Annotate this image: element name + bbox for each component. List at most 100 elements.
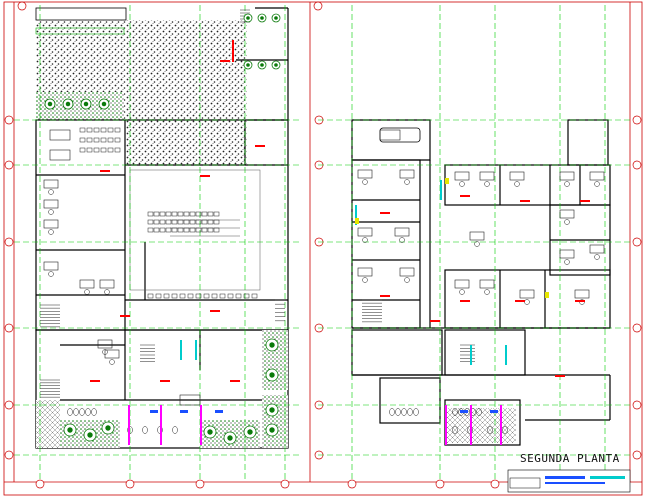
chair-icon <box>79 127 86 133</box>
chair-icon <box>93 147 100 153</box>
axis-bubble-icon <box>313 1 323 11</box>
chair-icon <box>219 293 226 299</box>
axis-bubble-icon <box>4 160 14 170</box>
chair-icon <box>48 271 54 277</box>
chair-icon <box>171 227 178 233</box>
chair-icon <box>211 293 218 299</box>
desk-icon <box>479 171 495 181</box>
axis-bubble-icon <box>435 479 445 489</box>
axis-bubble-icon <box>632 115 642 125</box>
desk-icon <box>589 171 605 181</box>
chair-icon <box>564 219 570 225</box>
chair-icon <box>104 289 110 295</box>
chair-icon <box>84 289 90 295</box>
chair-icon <box>171 219 178 225</box>
axis-bubble-icon <box>35 479 45 489</box>
desk-icon <box>357 267 373 277</box>
desk-icon <box>559 171 575 181</box>
toilet-icon <box>413 408 419 416</box>
plant-icons <box>44 13 281 445</box>
chair-icon <box>114 137 121 143</box>
chair-icon <box>183 219 190 225</box>
desk-icon <box>97 339 113 349</box>
desk-icon <box>357 227 373 237</box>
chair-icon <box>524 299 530 305</box>
chair-icon <box>189 219 196 225</box>
toilet-icon <box>502 426 508 434</box>
axis-bubble-icon <box>4 115 14 125</box>
chair-icon <box>159 227 166 233</box>
desk-icon <box>394 227 410 237</box>
chair-icon <box>203 293 210 299</box>
chair-icon <box>159 211 166 217</box>
chair-icon <box>213 219 220 225</box>
desk-icon <box>574 289 590 299</box>
axis-bubble-icon <box>632 237 642 247</box>
desk-icon <box>43 179 59 189</box>
toilet-icon <box>389 408 395 416</box>
toilet-icon <box>401 408 407 416</box>
desk-icon <box>454 171 470 181</box>
chair-icon <box>362 179 368 185</box>
desk-icon <box>589 244 605 254</box>
second-plan <box>351 119 611 446</box>
chair-icon <box>189 211 196 217</box>
chair-icon <box>195 219 202 225</box>
chair-icon <box>147 227 154 233</box>
table-icon <box>49 129 71 141</box>
chair-icon <box>594 254 600 260</box>
chair-icon <box>147 219 154 225</box>
chair-icon <box>235 293 242 299</box>
chair-icon <box>86 137 93 143</box>
desk-icon <box>43 199 59 209</box>
desk-icon <box>357 169 373 179</box>
axis-bubble-icon <box>4 450 14 460</box>
chair-icon <box>179 293 186 299</box>
chair-icon <box>48 229 54 235</box>
axis-bubble-icons <box>4 1 642 489</box>
chair-icon <box>79 137 86 143</box>
chair-icon <box>201 219 208 225</box>
axis-bubble-icon <box>4 323 14 333</box>
desk-icon <box>454 279 470 289</box>
toilet-icon <box>91 408 97 416</box>
chair-icon <box>207 219 214 225</box>
chair-icon <box>474 241 480 247</box>
desk-icon <box>79 279 95 289</box>
chair-icon <box>514 181 520 187</box>
chair-icon <box>459 289 465 295</box>
axis-bubble-icon <box>347 479 357 489</box>
toilet-icon <box>172 426 178 434</box>
chair-icon <box>153 227 160 233</box>
axis-bubble-icon <box>4 400 14 410</box>
chair-icon <box>459 181 465 187</box>
chair-icon <box>362 277 368 283</box>
chair-icon <box>153 211 160 217</box>
desk-icon <box>399 267 415 277</box>
annotation-marks <box>90 40 590 445</box>
title-block <box>507 469 631 493</box>
desk-icon <box>479 279 495 289</box>
toilet-icon <box>67 408 73 416</box>
ground-plan <box>35 7 289 449</box>
axis-bubble-icon <box>632 450 642 460</box>
chair-icon <box>147 211 154 217</box>
chair-icon <box>48 189 54 195</box>
desk-icon <box>43 261 59 271</box>
chair-icon <box>171 293 178 299</box>
chair-icon <box>484 289 490 295</box>
desk-icon <box>559 209 575 219</box>
desk-icon <box>509 171 525 181</box>
desk-icon <box>99 279 115 289</box>
chair-icon <box>399 237 405 243</box>
chair-icon <box>48 209 54 215</box>
chair-icon <box>484 181 490 187</box>
drawing-title: SEGUNDA PLANTA <box>520 452 620 465</box>
axis-bubble-icon <box>490 479 500 489</box>
chair-icon <box>79 147 86 153</box>
chair-icon <box>114 127 121 133</box>
chair-icon <box>153 219 160 225</box>
desk-icon <box>399 169 415 179</box>
chair-icon <box>163 293 170 299</box>
